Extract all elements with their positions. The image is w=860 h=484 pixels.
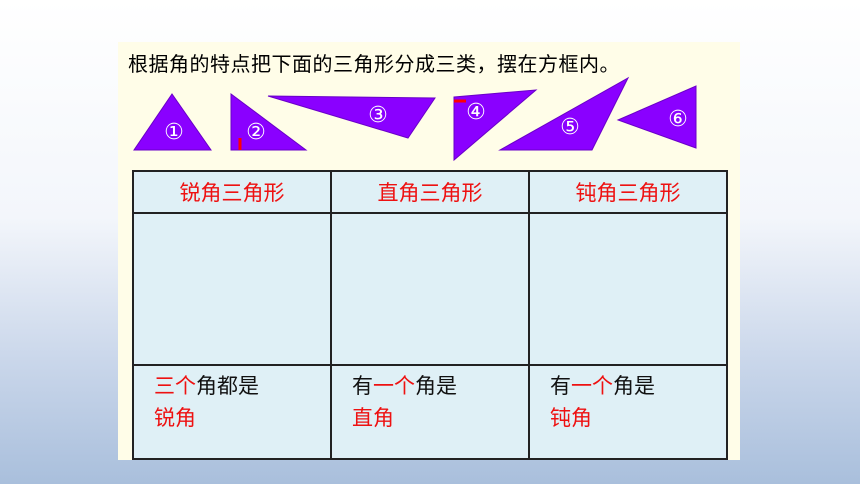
slide-panel: 根据角的特点把下面的三角形分成三类，摆在方框内。 ① ② ③ ④ ⑤ ⑥ [118, 42, 740, 460]
desc-part: 有 [550, 374, 571, 398]
desc-part: 一个 [373, 374, 415, 398]
description-obtuse: 有一个角是 钝角 [528, 364, 728, 460]
triangle-4-label: ④ [466, 100, 486, 125]
triangle-2[interactable]: ② [230, 93, 308, 151]
desc-part: 角是 [613, 374, 655, 398]
desc-part: 角是 [415, 374, 457, 398]
triangle-5[interactable]: ⑤ [498, 76, 630, 151]
desc-part: 钝角 [550, 406, 592, 430]
desc-part: 直角 [352, 406, 394, 430]
desc-part: 有 [352, 374, 373, 398]
drop-zone-right[interactable] [330, 212, 530, 366]
description-right: 有一个角是 直角 [330, 364, 530, 460]
description-acute: 三个角都是 锐角 [132, 364, 332, 460]
triangle-4[interactable]: ④ [453, 89, 538, 162]
triangle-6-label: ⑥ [668, 107, 688, 132]
drop-zone-row [132, 212, 728, 366]
triangle-2-label: ② [246, 120, 266, 145]
classification-table: 锐角三角形 直角三角形 钝角三角形 三个角都是 锐角 有一个角是 直角 有一个角… [132, 170, 728, 460]
triangle-1-label: ① [164, 120, 184, 145]
triangle-5-label: ⑤ [560, 115, 580, 140]
triangle-3[interactable]: ③ [267, 95, 436, 139]
desc-part: 角都是 [196, 374, 259, 398]
drop-zone-obtuse[interactable] [528, 212, 728, 366]
header-acute: 锐角三角形 [132, 170, 332, 214]
triangles-area: ① ② ③ ④ ⑤ ⑥ [133, 76, 697, 162]
triangle-1[interactable]: ① [133, 93, 212, 151]
triangle-6[interactable]: ⑥ [616, 85, 697, 149]
desc-part: 三个 [154, 374, 196, 398]
desc-part: 锐角 [154, 406, 196, 430]
description-row: 三个角都是 锐角 有一个角是 直角 有一个角是 钝角 [132, 364, 728, 460]
desc-part: 一个 [571, 374, 613, 398]
instruction-text: 根据角的特点把下面的三角形分成三类，摆在方框内。 [128, 52, 620, 76]
triangle-3-label: ③ [368, 103, 388, 128]
header-obtuse: 钝角三角形 [528, 170, 728, 214]
drop-zone-acute[interactable] [132, 212, 332, 366]
table-header-row: 锐角三角形 直角三角形 钝角三角形 [132, 170, 728, 214]
header-right: 直角三角形 [330, 170, 530, 214]
